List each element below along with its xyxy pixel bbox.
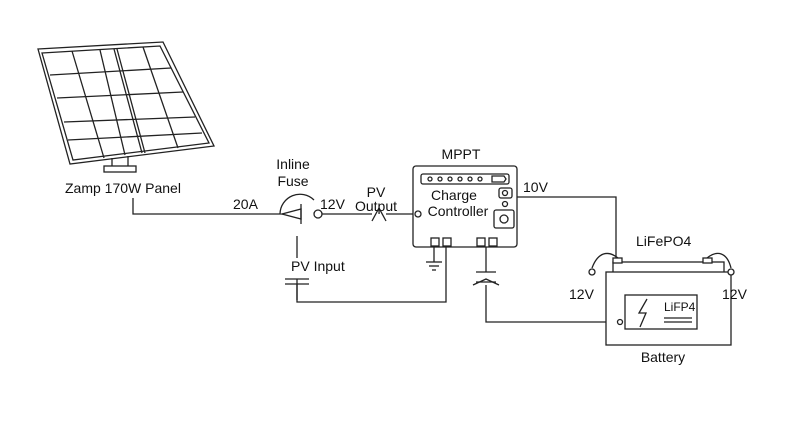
- battery-label: Battery: [641, 349, 685, 365]
- wire-paths: [132, 196, 617, 323]
- pv-input-label: PV Input: [291, 258, 345, 274]
- charge-controller-icon: [412, 165, 518, 248]
- battery-right-voltage-label: 12V: [722, 286, 748, 302]
- fuse-voltage-label: 12V: [320, 196, 346, 212]
- controller-label-line2: Controller: [428, 203, 489, 219]
- pv-output-label-line2: Output: [355, 198, 397, 214]
- controller-label-line1: Charge: [431, 187, 477, 203]
- battery-badge-label: LiFP4: [664, 300, 696, 314]
- controller-voltage-label: 10V: [523, 179, 549, 195]
- battery-icon: [588, 252, 735, 346]
- inline-fuse-icon: [279, 193, 323, 224]
- fuse-label-line2: Fuse: [277, 173, 308, 189]
- mppt-label: MPPT: [442, 146, 481, 162]
- panel-label: Zamp 170W Panel: [65, 180, 181, 196]
- current-label: 20A: [233, 196, 259, 212]
- solar-panel-icon: [37, 41, 215, 173]
- fuse-label-line1: Inline: [276, 156, 310, 172]
- battery-left-voltage-label: 12V: [569, 286, 595, 302]
- pv-output-label-line1: PV: [367, 184, 386, 200]
- pv-output-connector-icon: [371, 206, 387, 222]
- battery-chemistry-label: LiFePO4: [636, 233, 691, 249]
